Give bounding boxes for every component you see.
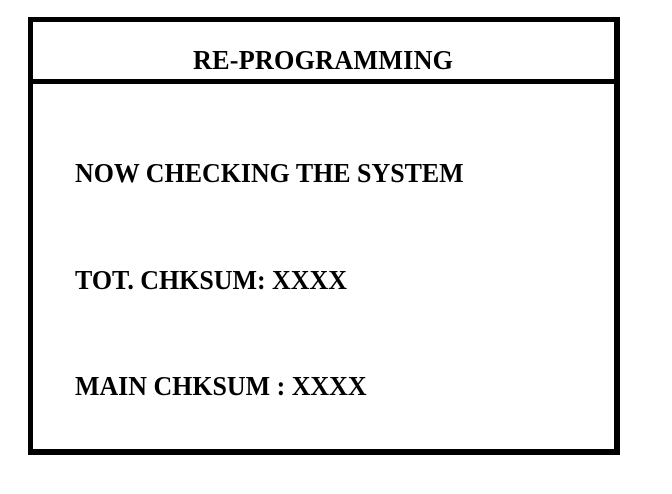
main-checksum-value: MAIN CHKSUM : XXXX [75, 371, 367, 401]
dialog-title: RE-PROGRAMMING [193, 45, 454, 75]
dialog-body: NOW CHECKING THE SYSTEM TOT. CHKSUM: XXX… [33, 84, 614, 449]
dialog-title-bar: RE-PROGRAMMING [33, 22, 614, 84]
total-checksum-value: TOT. CHKSUM: XXXX [75, 265, 347, 295]
status-message: NOW CHECKING THE SYSTEM [75, 158, 464, 188]
reprogramming-dialog: RE-PROGRAMMING NOW CHECKING THE SYSTEM T… [28, 17, 620, 455]
